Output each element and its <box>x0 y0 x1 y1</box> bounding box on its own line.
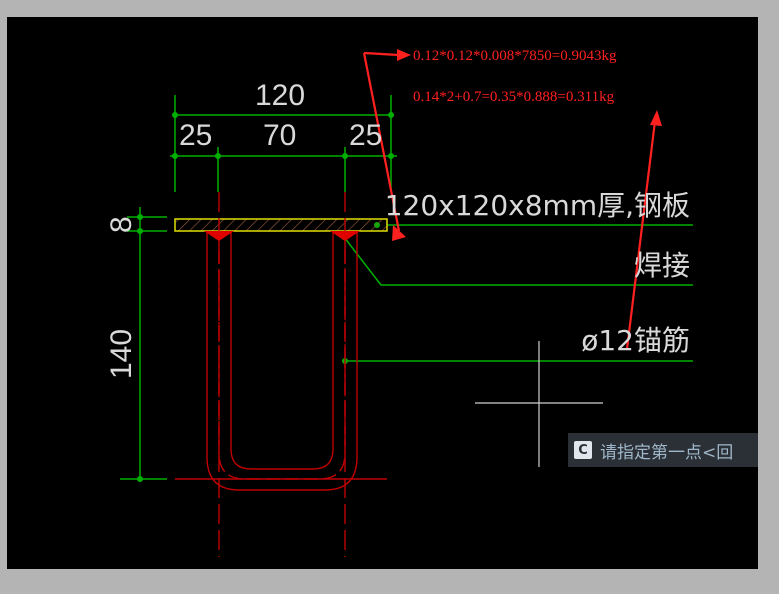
dim-label-center: 70 <box>263 119 296 152</box>
annotation-rebar-weight: 0.14*2+0.7=0.35*0.888=0.311kg <box>413 89 615 105</box>
annotation-arrowheads <box>392 49 662 241</box>
annotation-plate-weight: 0.12*0.12*0.008*7850=0.9043kg <box>413 48 617 64</box>
crosshair-cursor <box>475 341 603 467</box>
steel-plate[interactable] <box>174 218 388 232</box>
dim-label-overall: 120 <box>255 79 305 112</box>
command-prompt-text: 请指定第一点<回 <box>600 442 734 463</box>
drawing-viewport[interactable]: 120 25 70 25 8 140 120x120x8mm厚,钢板 焊接 ø1… <box>7 17 758 569</box>
anchor-rebar[interactable] <box>175 192 387 557</box>
dimension-lines <box>120 95 693 480</box>
cad-drawing[interactable]: 120 25 70 25 8 140 120x120x8mm厚,钢板 焊接 ø1… <box>7 17 758 569</box>
dim-label-thickness: 8 <box>105 216 138 233</box>
weld-marks <box>204 231 360 241</box>
dim-label-right: 25 <box>349 119 382 152</box>
command-prompt[interactable]: C 请指定第一点<回 <box>568 433 758 467</box>
label-steel-plate: 120x120x8mm厚,钢板 <box>385 189 690 222</box>
annotation-arrows <box>362 51 657 350</box>
cad-command-icon: C <box>574 441 592 459</box>
label-rebar: ø12锚筋 <box>581 324 690 357</box>
dim-label-left: 25 <box>179 119 212 152</box>
label-weld: 焊接 <box>634 249 690 282</box>
dim-label-depth: 140 <box>105 329 138 379</box>
